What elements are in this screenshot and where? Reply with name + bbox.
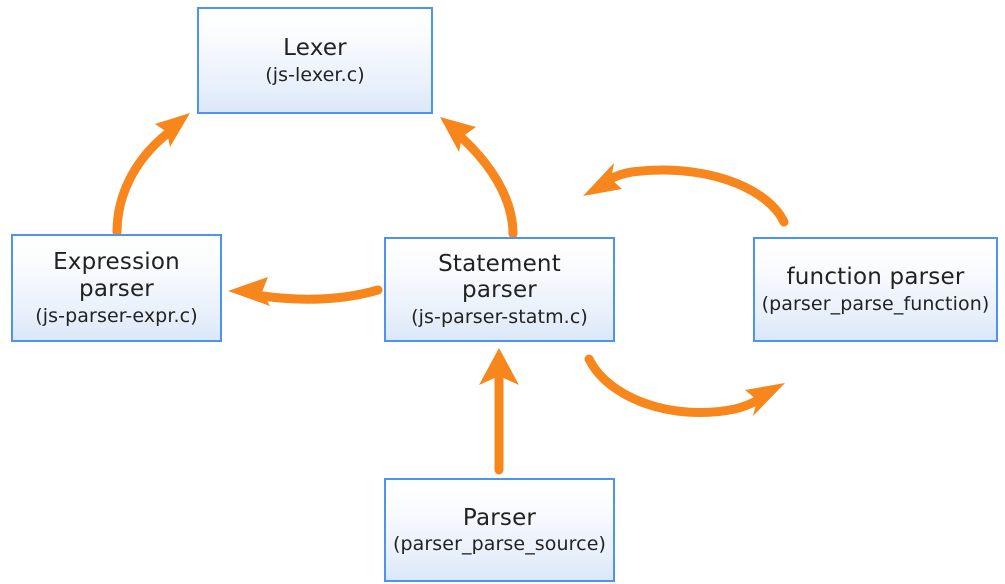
edge-statement-to-expression	[228, 277, 383, 306]
node-function-parser-title: function parser	[786, 264, 965, 291]
node-expression-parser-subtitle: (js-parser-expr.c)	[35, 304, 198, 327]
node-statement-parser-title: Statement parser	[438, 250, 561, 304]
node-lexer-title: Lexer	[283, 35, 347, 62]
node-parser-subtitle: (parser_parse_source)	[392, 533, 607, 556]
node-expression-parser[interactable]: Expression parser (js-parser-expr.c)	[11, 234, 222, 342]
edge-function-to-statement	[583, 163, 789, 227]
node-parser[interactable]: Parser (parser_parse_source)	[384, 478, 615, 582]
edge-statement-to-lexer	[440, 117, 518, 239]
node-expression-parser-title: Expression parser	[53, 249, 180, 302]
node-statement-parser[interactable]: Statement parser (js-parser-statm.c)	[384, 237, 615, 342]
node-function-parser[interactable]: function parser (parser_parse_function)	[753, 237, 998, 342]
edge-expression-to-lexer	[112, 113, 190, 237]
edge-statement-to-function	[584, 354, 785, 417]
node-parser-title: Parser	[462, 504, 537, 531]
edge-parser-to-statement	[479, 348, 519, 475]
node-function-parser-subtitle: (parser_parse_function)	[761, 292, 990, 315]
node-lexer[interactable]: Lexer (js-lexer.c)	[197, 7, 433, 114]
node-lexer-subtitle: (js-lexer.c)	[265, 63, 365, 86]
node-statement-parser-subtitle: (js-parser-statm.c)	[411, 306, 588, 329]
